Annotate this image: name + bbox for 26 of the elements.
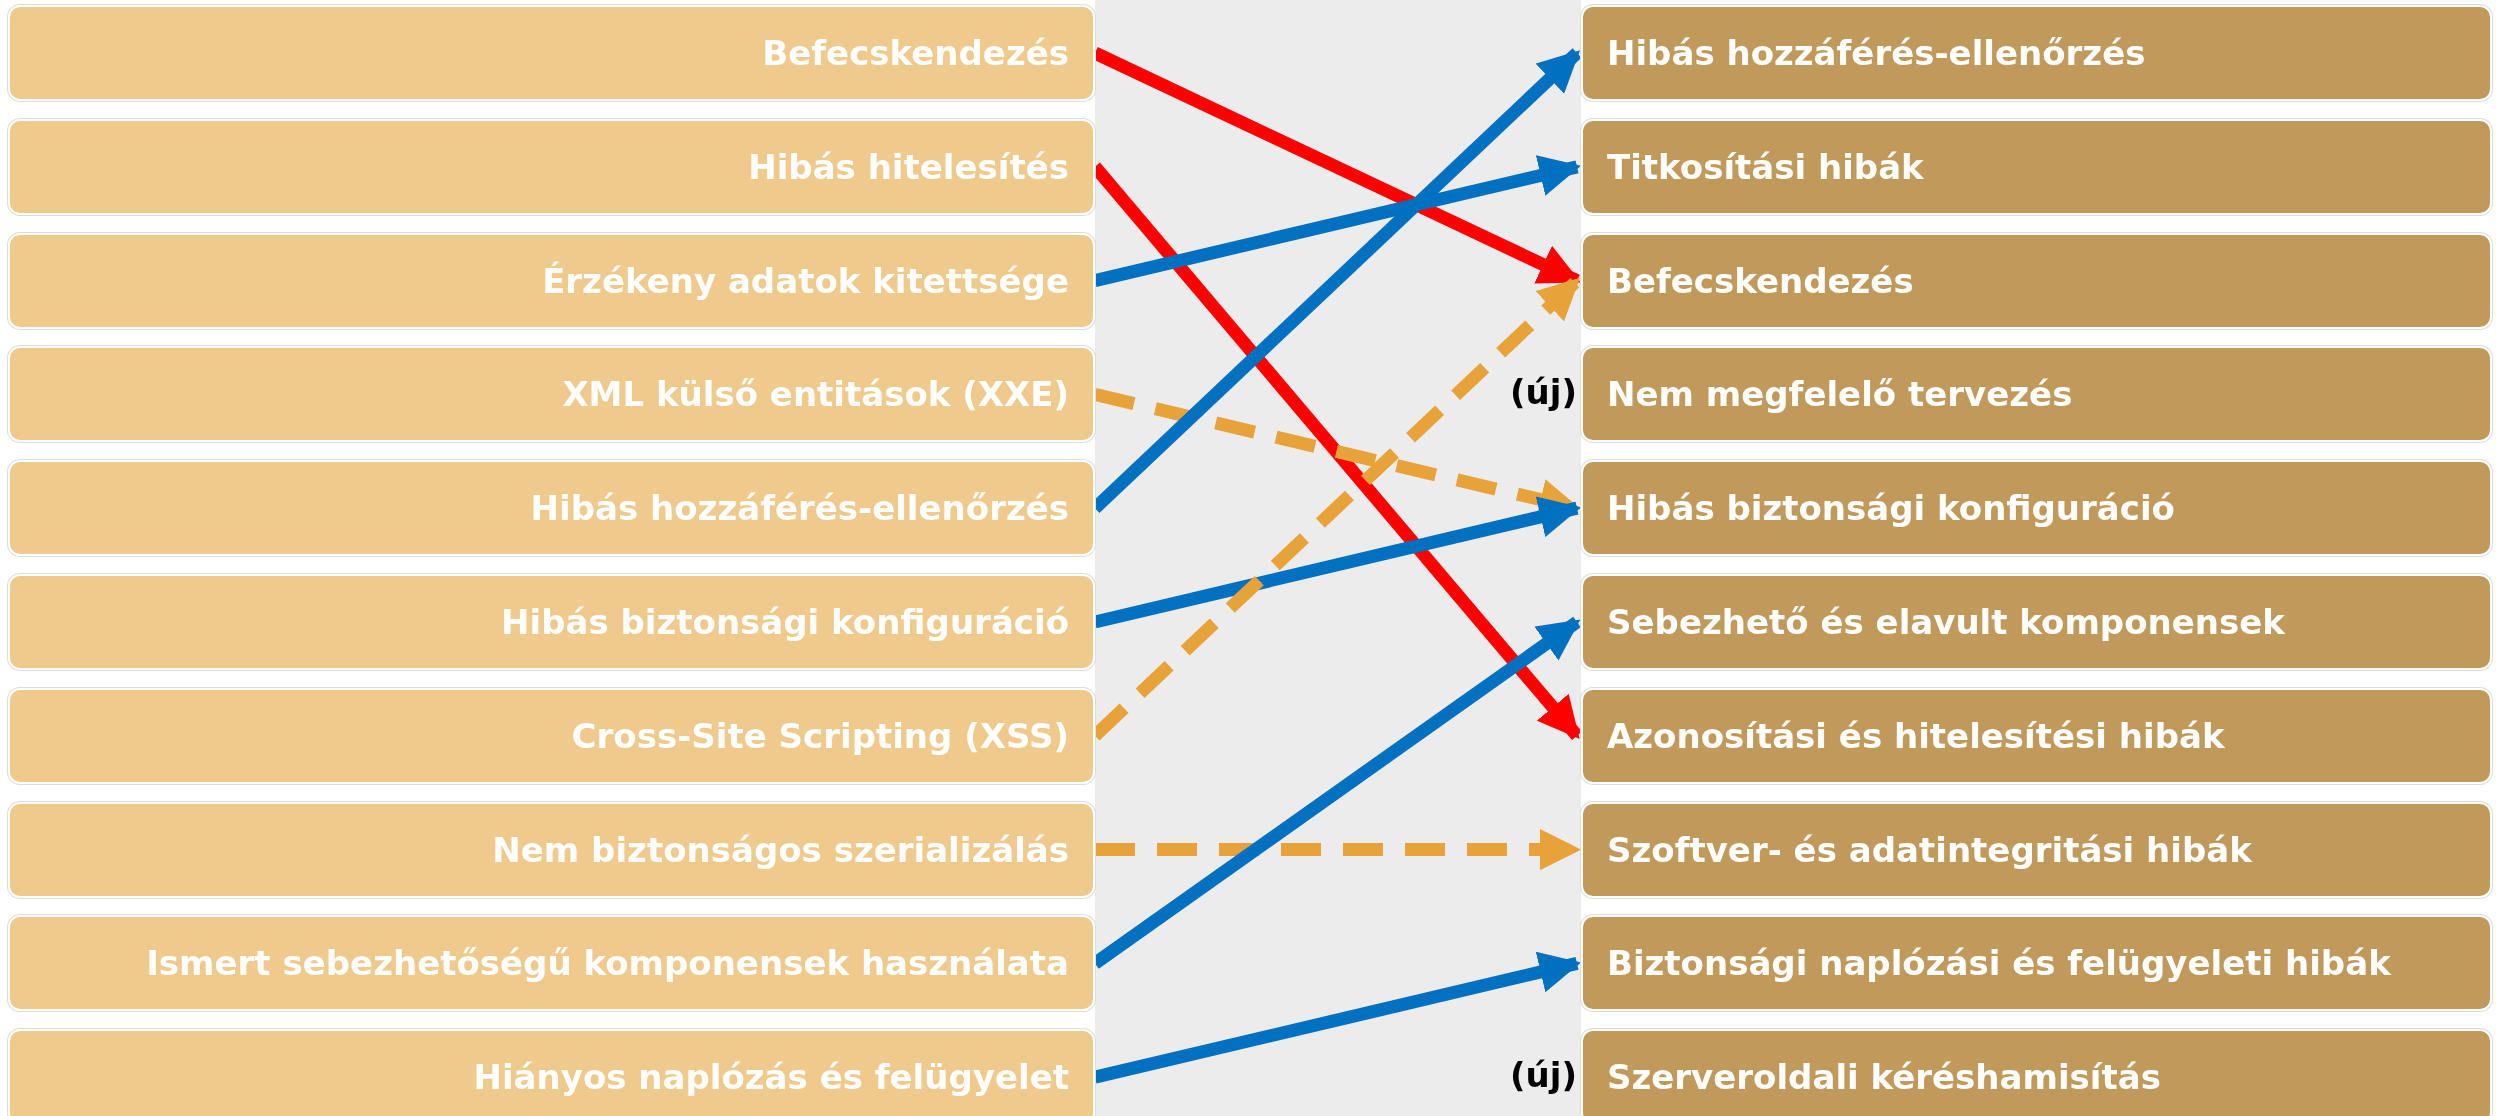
arrow xyxy=(1093,951,1582,1084)
category-box: Sebezhető és elavult komponensek xyxy=(1581,574,2492,670)
arrow xyxy=(1093,496,1582,629)
category-box: Cross-Site Scripting (XSS) xyxy=(8,687,1095,784)
category-box: Hibás hozzáférés-ellenőrzés xyxy=(1581,5,2492,101)
category-box: Befecskendezés xyxy=(8,5,1095,101)
category-box: Nem biztonságos szerializálás xyxy=(8,801,1095,898)
category-box: Hibás hitelesítés xyxy=(8,118,1095,215)
arrow xyxy=(1093,155,1582,287)
category-box: XML külső entitások (XXE) xyxy=(8,346,1095,443)
note-label: (új) xyxy=(1510,1055,1577,1096)
category-box: Hiányos naplózás és felügyelet xyxy=(8,1029,1095,1116)
category-box: Titkosítási hibák xyxy=(1581,118,2492,215)
category-box: Szoftver- és adatintegritási hibák xyxy=(1581,801,2492,898)
category-box: Érzékeny adatok kitettsége xyxy=(8,232,1095,329)
category-box: Hibás biztonsági konfiguráció xyxy=(8,574,1095,670)
category-box: Azonosítási és hitelesítési hibák xyxy=(1581,687,2492,784)
category-box: Biztonsági naplózási és felügyeleti hibák xyxy=(1581,915,2492,1012)
category-box: Ismert sebezhetőségű komponensek használata xyxy=(8,915,1095,1012)
category-box: Befecskendezés xyxy=(1581,232,2492,329)
arrow xyxy=(1095,828,1582,871)
note-label: (új) xyxy=(1510,372,1577,413)
category-box: Nem megfelelő tervezés xyxy=(1581,346,2492,443)
category-box: Szerveroldali kéréshamisítás xyxy=(1581,1029,2492,1116)
category-box: Hibás hozzáférés-ellenőrzés xyxy=(8,460,1095,557)
category-box: Hibás biztonsági konfiguráció xyxy=(1581,460,2492,557)
